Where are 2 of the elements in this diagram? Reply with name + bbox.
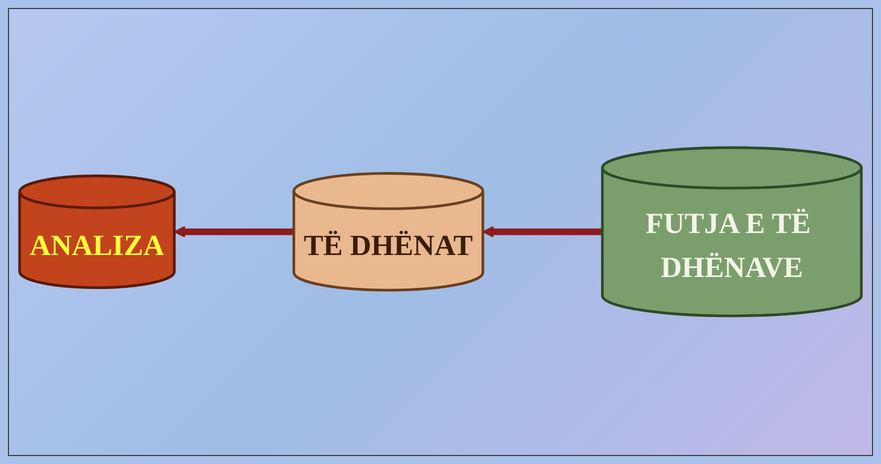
arrow xyxy=(482,226,602,238)
arrow xyxy=(174,226,294,238)
